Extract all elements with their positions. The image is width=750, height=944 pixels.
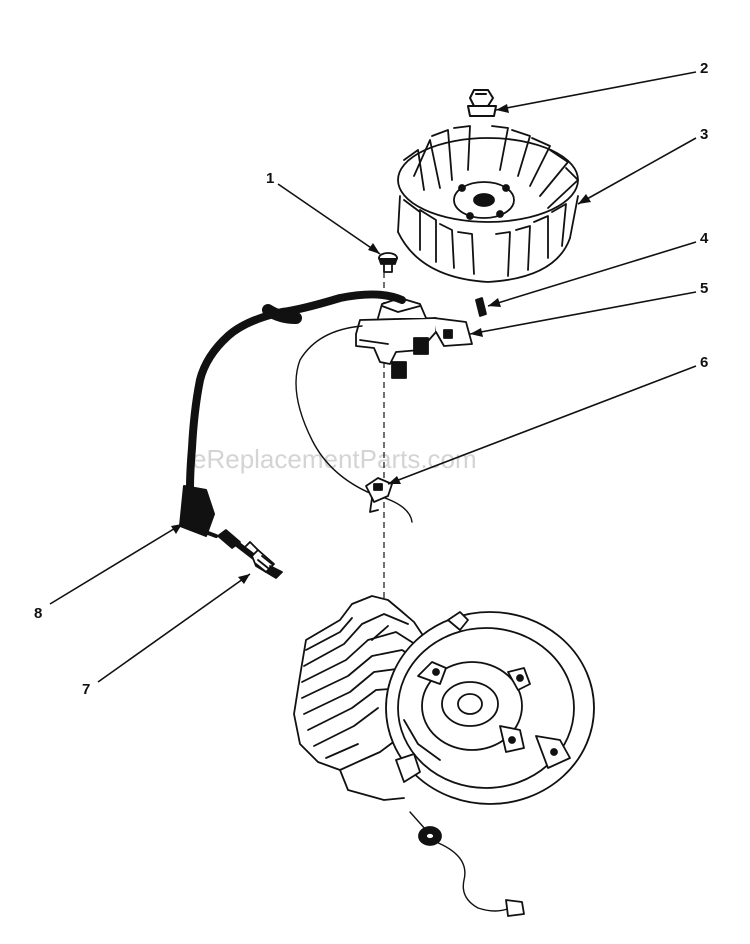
flywheel-nut <box>467 89 497 117</box>
leader-5 <box>469 291 697 335</box>
leader-3 <box>577 137 697 205</box>
arrowhead-4 <box>488 298 501 307</box>
engine-block <box>293 595 595 805</box>
spark-plug <box>217 529 283 579</box>
leader-6 <box>387 365 697 485</box>
callout-8: 8 <box>34 605 42 622</box>
arrowhead-6 <box>388 476 401 484</box>
ground-clip <box>365 477 393 513</box>
leader-1 <box>277 183 381 255</box>
arrowhead-2 <box>496 104 509 113</box>
callout-1: 1 <box>266 170 274 187</box>
callout-3: 3 <box>700 126 708 143</box>
ignition-module <box>355 297 473 379</box>
callout-4: 4 <box>700 230 709 247</box>
leader-4 <box>487 241 697 307</box>
callout-2: 2 <box>700 60 708 77</box>
flywheel-key <box>475 297 487 317</box>
arrowhead-7 <box>238 574 250 584</box>
spark-plug-lead <box>179 290 406 538</box>
callout-5: 5 <box>700 280 708 297</box>
arrowhead-3 <box>578 194 591 204</box>
leader-2 <box>495 71 697 111</box>
leader-8 <box>49 523 183 605</box>
flywheel <box>397 125 579 283</box>
arrowhead-1 <box>368 243 380 254</box>
stop-wire-grommet <box>409 811 525 917</box>
leader-lines <box>49 71 697 683</box>
leader-arrowheads <box>171 104 591 584</box>
arrowhead-8 <box>171 524 182 534</box>
callout-7: 7 <box>82 681 90 698</box>
leader-7 <box>97 573 251 683</box>
mounting-screw <box>378 252 398 273</box>
callout-6: 6 <box>700 354 708 371</box>
arrowhead-5 <box>470 328 483 337</box>
